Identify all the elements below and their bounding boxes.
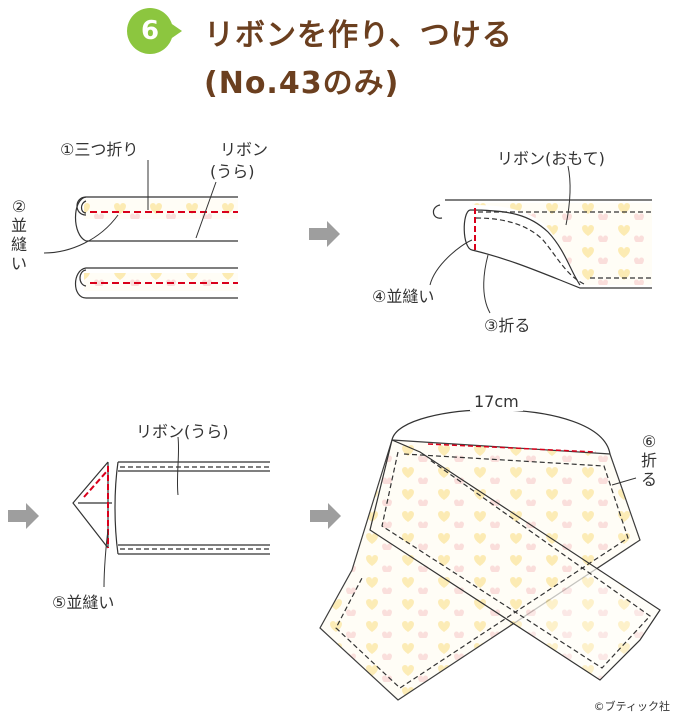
- step-subtitle: (No.43のみ): [204, 66, 400, 101]
- arrow-right-icon: [309, 221, 340, 247]
- step2-ribbon: [432, 199, 652, 289]
- step1-stitch-label: ②並縫い: [10, 197, 27, 273]
- step4-leader: [611, 477, 637, 486]
- step4-fold-label: ⑥折る: [640, 432, 657, 489]
- step-number-badge: 6: [127, 8, 173, 54]
- step2-stitch-label: ④並縫い: [372, 287, 435, 306]
- step-title: リボンを作り、つける: [204, 18, 513, 53]
- step1-ribbon: [74, 196, 238, 299]
- badge-pointer: [169, 22, 182, 40]
- copyright-credit: ©ブティック社: [593, 700, 670, 713]
- arrow-right-icon: [310, 503, 341, 529]
- step1-stitch: [90, 211, 238, 284]
- step2-ribbon-label: リボン(おもて): [497, 149, 605, 168]
- step3-stitch: [83, 466, 109, 548]
- step3-ribbon-label: リボン(うら): [136, 422, 229, 441]
- step1-fold-label: ①三つ折り: [60, 140, 139, 159]
- arrow-right-icon: [8, 503, 39, 529]
- step1-ribbon-label: リボン: [220, 140, 269, 159]
- step1-leaders: [43, 160, 217, 254]
- step2-fold-label: ③折る: [484, 316, 531, 335]
- step4-stitch: [427, 443, 597, 453]
- step3-leaders: [103, 436, 180, 588]
- step1-ribbon-side-label: (うら): [210, 162, 255, 181]
- step4-ribbon: [319, 439, 661, 701]
- step4-measure-label: 17cm: [470, 392, 523, 411]
- step2-leaders: [429, 165, 571, 314]
- step3-stitch-label: ⑤並縫い: [52, 593, 115, 612]
